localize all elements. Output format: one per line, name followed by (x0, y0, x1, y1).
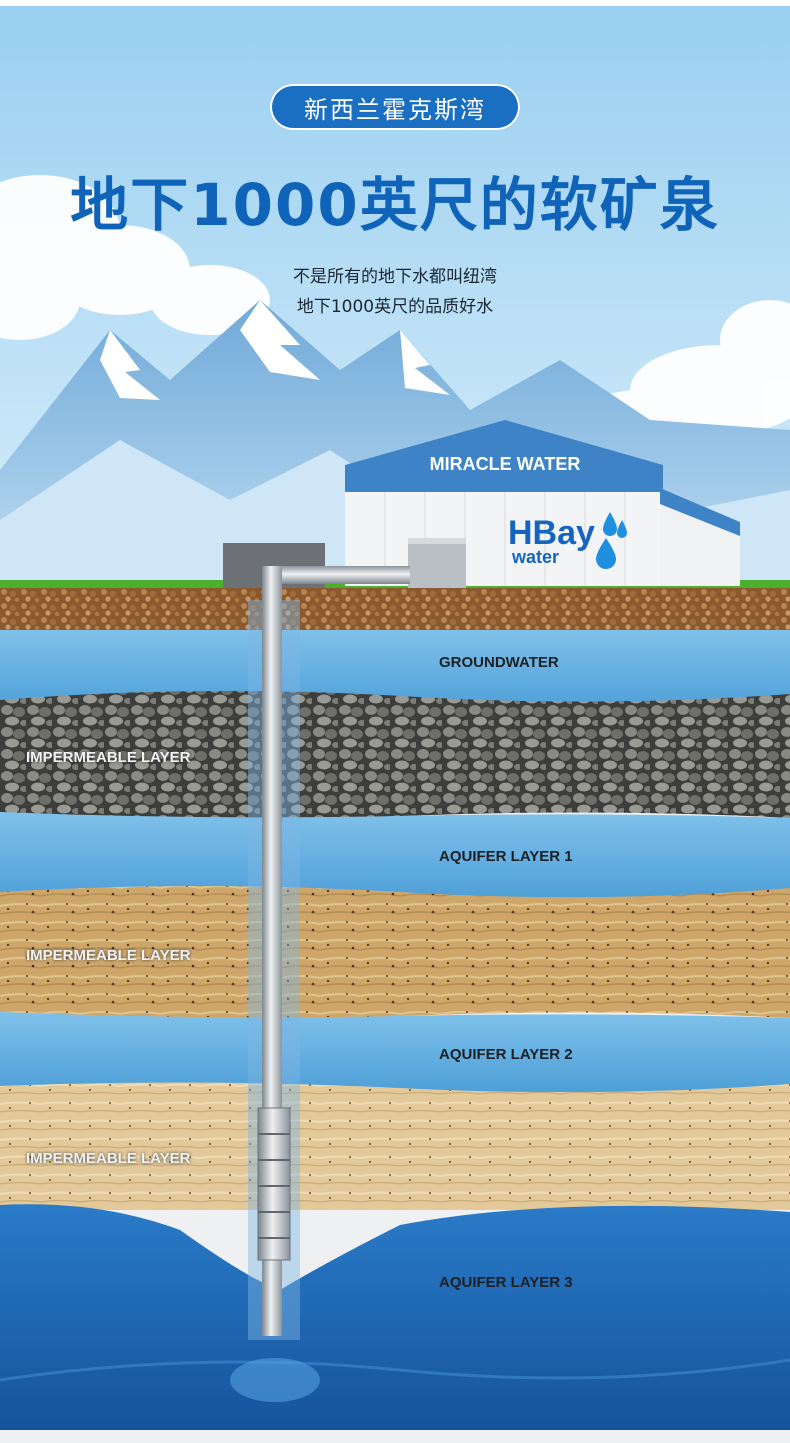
layer-label-groundwater: GROUNDWATER (439, 654, 559, 671)
layer-label-aquifer-3: AQUIFER LAYER 3 (439, 1274, 573, 1291)
layer-label-aquifer-2: AQUIFER LAYER 2 (439, 1046, 573, 1063)
page-title: 地下1000英尺的软矿泉 (70, 171, 720, 239)
brand-logo-sub: water (512, 547, 560, 567)
layer-label-impermeable-2: IMPERMEABLE LAYER (26, 947, 191, 964)
subtitle-line-1: 不是所有的地下水都叫纽湾 (293, 267, 497, 287)
layer-label-aquifer-1: AQUIFER LAYER 1 (439, 848, 573, 865)
brand-logo-main: HBay (508, 514, 595, 552)
layer-label-impermeable-3: IMPERMEABLE LAYER (26, 1150, 191, 1167)
layer-label-impermeable-1: IMPERMEABLE LAYER (26, 749, 191, 766)
water-drop-icon (596, 512, 627, 569)
building-sign: MIRACLE WATER (429, 454, 581, 474)
subtitle-line-2: 地下1000英尺的品质好水 (296, 297, 494, 317)
region-badge: 新西兰霍克斯湾 (270, 84, 520, 130)
